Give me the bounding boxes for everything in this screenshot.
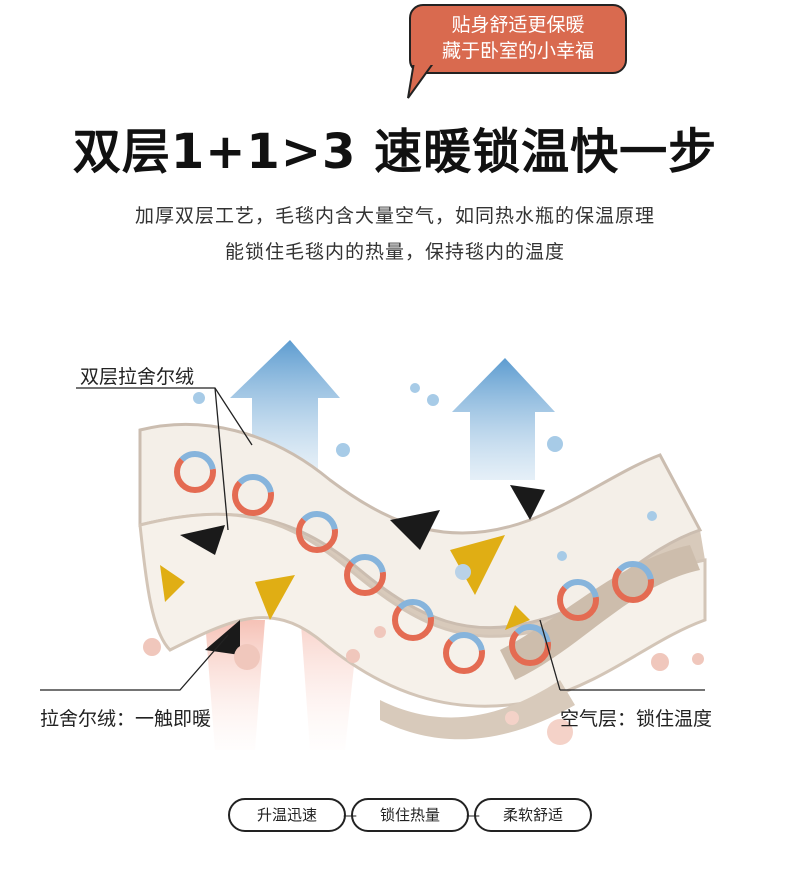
blanket-layer-illustration: [40, 340, 707, 750]
callout-double-layer: 双层拉舍尔绒: [80, 366, 195, 388]
triangle-yellow: [450, 535, 505, 595]
heat-circle: [557, 579, 599, 621]
page-title: 双层1+1>3 速暖锁温快一步: [72, 124, 718, 180]
heat-circles: [174, 451, 654, 674]
heat-circle: [443, 632, 485, 674]
callout-instant-warm: 拉舍尔绒：一触即暖: [40, 708, 212, 730]
feature-pill-lock-heat: 锁住热量: [351, 798, 469, 832]
heat-circle: [174, 451, 216, 493]
heat-circle: [509, 624, 551, 666]
heat-circle: [612, 561, 654, 603]
triangle-black: [180, 525, 225, 555]
callout-air-layer: 空气层：锁住温度: [560, 708, 713, 730]
bottom-fabric-layer: [138, 512, 707, 708]
floating-bubbles: [143, 383, 704, 745]
triangle-black: [390, 510, 440, 550]
triangle-black: [205, 620, 240, 655]
triangle-yellow: [160, 565, 185, 602]
blue-arrow-right-icon: [452, 358, 555, 480]
heat-circle: [392, 599, 434, 641]
promo-speech-bubble: 贴身舒适更保暖 藏于卧室的小幸福: [409, 4, 627, 74]
feature-pill-heat-fast: 升温迅速: [228, 798, 346, 832]
heat-circle: [344, 554, 386, 596]
triangle-black: [510, 485, 545, 520]
heat-circle: [296, 511, 338, 553]
fabric-edge-band-2: [380, 680, 575, 740]
callout-leaders: [40, 387, 705, 691]
triangle-yellow: [255, 575, 295, 620]
heat-circle: [232, 474, 274, 516]
description-line-1: 加厚双层工艺，毛毯内含大量空气，如同热水瓶的保温原理: [134, 205, 655, 227]
bubble-line-1: 贴身舒适更保暖: [451, 14, 585, 36]
feature-pill-soft: 柔软舒适: [474, 798, 592, 832]
description-line-2: 能锁住毛毯内的热量，保持毯内的温度: [224, 241, 565, 263]
triangle-yellow: [505, 605, 530, 630]
bubble-line-2: 藏于卧室的小幸福: [441, 40, 594, 62]
speech-bubble-tail: [407, 62, 436, 99]
